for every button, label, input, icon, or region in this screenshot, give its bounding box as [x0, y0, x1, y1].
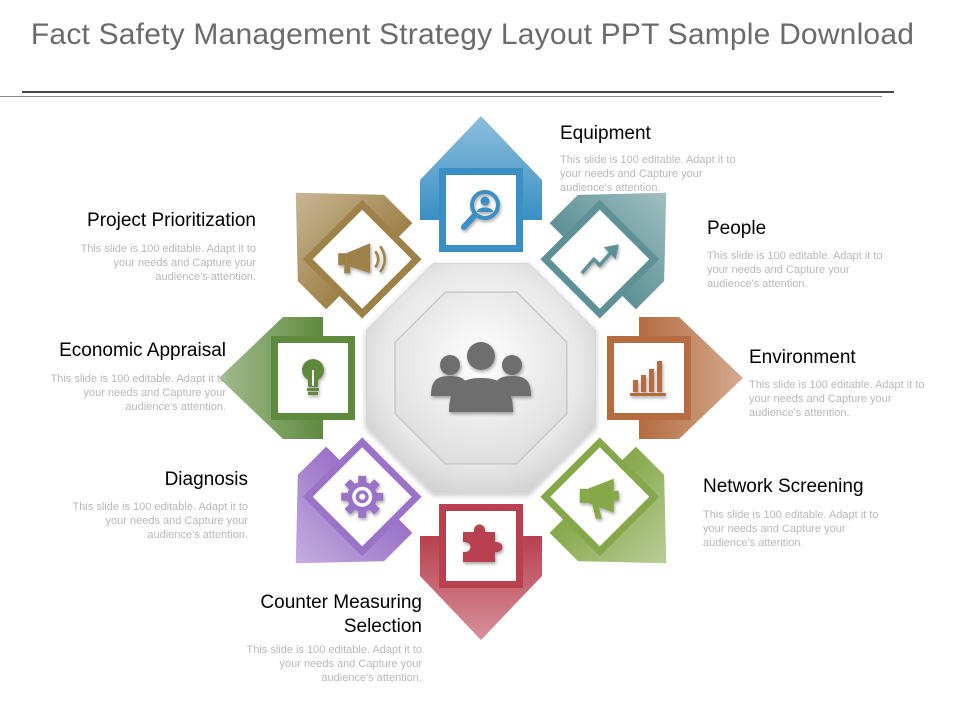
- segment-counter-measuring-selection: [420, 504, 542, 640]
- tile-counter-measuring-selection: [439, 504, 523, 588]
- segment-economic-appraisal: [219, 317, 355, 439]
- desc-people: This slide is 100 editable. Adapt it to …: [707, 250, 883, 290]
- title-underline: [22, 91, 894, 93]
- magnifier-icon: [461, 190, 500, 230]
- label-counter-measuring-selection: Counter Measuring Selection: [260, 592, 422, 637]
- segment-network-screening: [540, 437, 667, 564]
- lightbulb-icon: [302, 359, 324, 395]
- desc-network-screening: This slide is 100 editable. Adapt it to …: [703, 509, 879, 549]
- segment-equipment: [420, 116, 542, 252]
- label-diagnosis: Diagnosis: [164, 469, 248, 490]
- trend-arrow-icon: [580, 244, 619, 275]
- tile-economic-appraisal: [271, 336, 355, 420]
- puzzle-icon: [463, 524, 503, 562]
- segment-people: [540, 192, 667, 319]
- desc-environment: This slide is 100 editable. Adapt it to …: [749, 379, 925, 419]
- label-environment: Environment: [749, 347, 856, 368]
- tile-equipment: [439, 168, 523, 252]
- segment-project-prioritization: [295, 192, 422, 319]
- desc-project-prioritization: This slide is 100 editable. Adapt it to …: [80, 243, 257, 283]
- desc-equipment: This slide is 100 editable. Adapt it to …: [560, 154, 736, 194]
- slide-title: Fact Safety Management Strategy Layout P…: [30, 18, 915, 51]
- label-people: People: [707, 218, 767, 239]
- segment-environment: [607, 317, 743, 439]
- tile-environment: [607, 336, 691, 420]
- desc-diagnosis: This slide is 100 editable. Adapt it to …: [72, 501, 249, 541]
- desc-counter-measuring-selection: This slide is 100 editable. Adapt it to …: [246, 644, 423, 684]
- title-underline-thin: [0, 96, 882, 97]
- label-equipment: Equipment: [560, 123, 651, 144]
- label-economic-appraisal: Economic Appraisal: [59, 340, 226, 361]
- bar-chart-icon: [630, 361, 666, 396]
- desc-economic-appraisal: This slide is 100 editable. Adapt it to …: [50, 373, 227, 413]
- megaphone-icon: [579, 478, 619, 519]
- gear-icon: [341, 475, 384, 518]
- loudspeaker-icon: [338, 243, 386, 274]
- label-network-screening: Network Screening: [703, 476, 864, 497]
- segment-diagnosis: [295, 437, 422, 564]
- label-project-prioritization: Project Prioritization: [87, 210, 256, 231]
